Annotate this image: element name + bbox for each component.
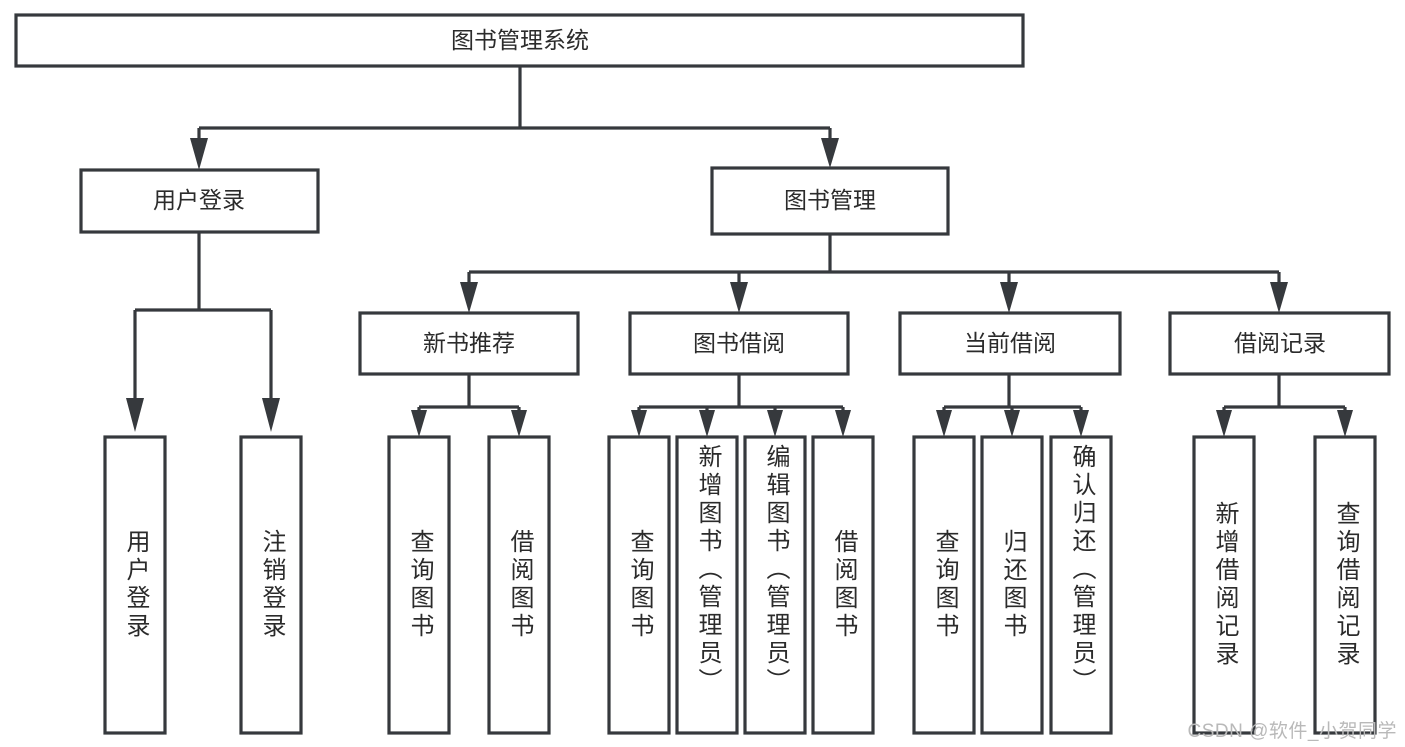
- arrow-to-leaf-user-login: [126, 398, 144, 432]
- arrow-to-leaf-query-record: [1337, 410, 1353, 437]
- node-box-root[interactable]: [14, 13, 1025, 68]
- label-book-borrow: 图书借阅: [693, 330, 785, 356]
- node-box-borrow-record[interactable]: [1168, 311, 1391, 376]
- arrow-to-book-manage: [821, 138, 839, 168]
- node-box-leaf-borrow-book-2[interactable]: [811, 435, 875, 735]
- arrow-to-leaf-confirm-return: [1073, 410, 1089, 437]
- node-box-leaf-edit-book[interactable]: [743, 435, 807, 735]
- label-root: 图书管理系统: [451, 27, 589, 53]
- arrow-to-leaf-add-record: [1216, 410, 1232, 437]
- arrow-to-leaf-borrow-book-2: [835, 410, 851, 437]
- arrow-to-current-borrow: [1000, 282, 1018, 313]
- arrow-to-leaf-add-book: [699, 410, 715, 437]
- node-box-book-borrow[interactable]: [628, 311, 850, 376]
- node-box-leaf-query-book-3[interactable]: [912, 435, 976, 735]
- node-box-leaf-confirm-return[interactable]: [1049, 435, 1113, 735]
- arrow-to-book-borrow: [730, 282, 748, 313]
- node-box-current-borrow[interactable]: [898, 311, 1122, 376]
- node-box-leaf-user-login[interactable]: [103, 435, 167, 735]
- arrow-to-leaf-query-book-2: [631, 410, 647, 437]
- csdn-watermark: CSDN @软件_小贺同学: [1187, 721, 1397, 742]
- node-box-leaf-query-book-2[interactable]: [607, 435, 671, 735]
- arrow-to-borrow-record: [1270, 282, 1288, 313]
- arrow-to-leaf-borrow-book-1: [511, 410, 527, 437]
- arrow-to-user-login: [190, 138, 208, 170]
- arrow-to-leaf-return-book: [1004, 410, 1020, 437]
- node-box-user-login[interactable]: [79, 168, 320, 234]
- label-user-login: 用户登录: [153, 187, 245, 213]
- node-box-leaf-query-book-1[interactable]: [387, 435, 451, 735]
- node-box-leaf-return-book[interactable]: [980, 435, 1044, 735]
- node-box-leaf-query-record[interactable]: [1313, 435, 1377, 735]
- label-borrow-record: 借阅记录: [1234, 330, 1326, 356]
- label-current-borrow: 当前借阅: [964, 330, 1056, 356]
- node-box-book-manage[interactable]: [710, 166, 950, 236]
- label-new-book-recommend: 新书推荐: [423, 330, 515, 356]
- node-box-leaf-add-book[interactable]: [675, 435, 739, 735]
- label-book-manage: 图书管理: [784, 187, 876, 213]
- arrow-to-leaf-query-book-3: [936, 410, 952, 437]
- node-box-new-book-recommend[interactable]: [358, 311, 580, 376]
- arrow-to-new-book-recommend: [460, 282, 478, 313]
- arrow-to-leaf-user-logout: [262, 398, 280, 432]
- arrow-to-leaf-query-book-1: [411, 410, 427, 437]
- node-box-leaf-borrow-book-1[interactable]: [487, 435, 551, 735]
- node-box-leaf-user-logout[interactable]: [239, 435, 303, 735]
- arrow-to-leaf-edit-book: [767, 410, 783, 437]
- node-box-leaf-add-record[interactable]: [1192, 435, 1256, 735]
